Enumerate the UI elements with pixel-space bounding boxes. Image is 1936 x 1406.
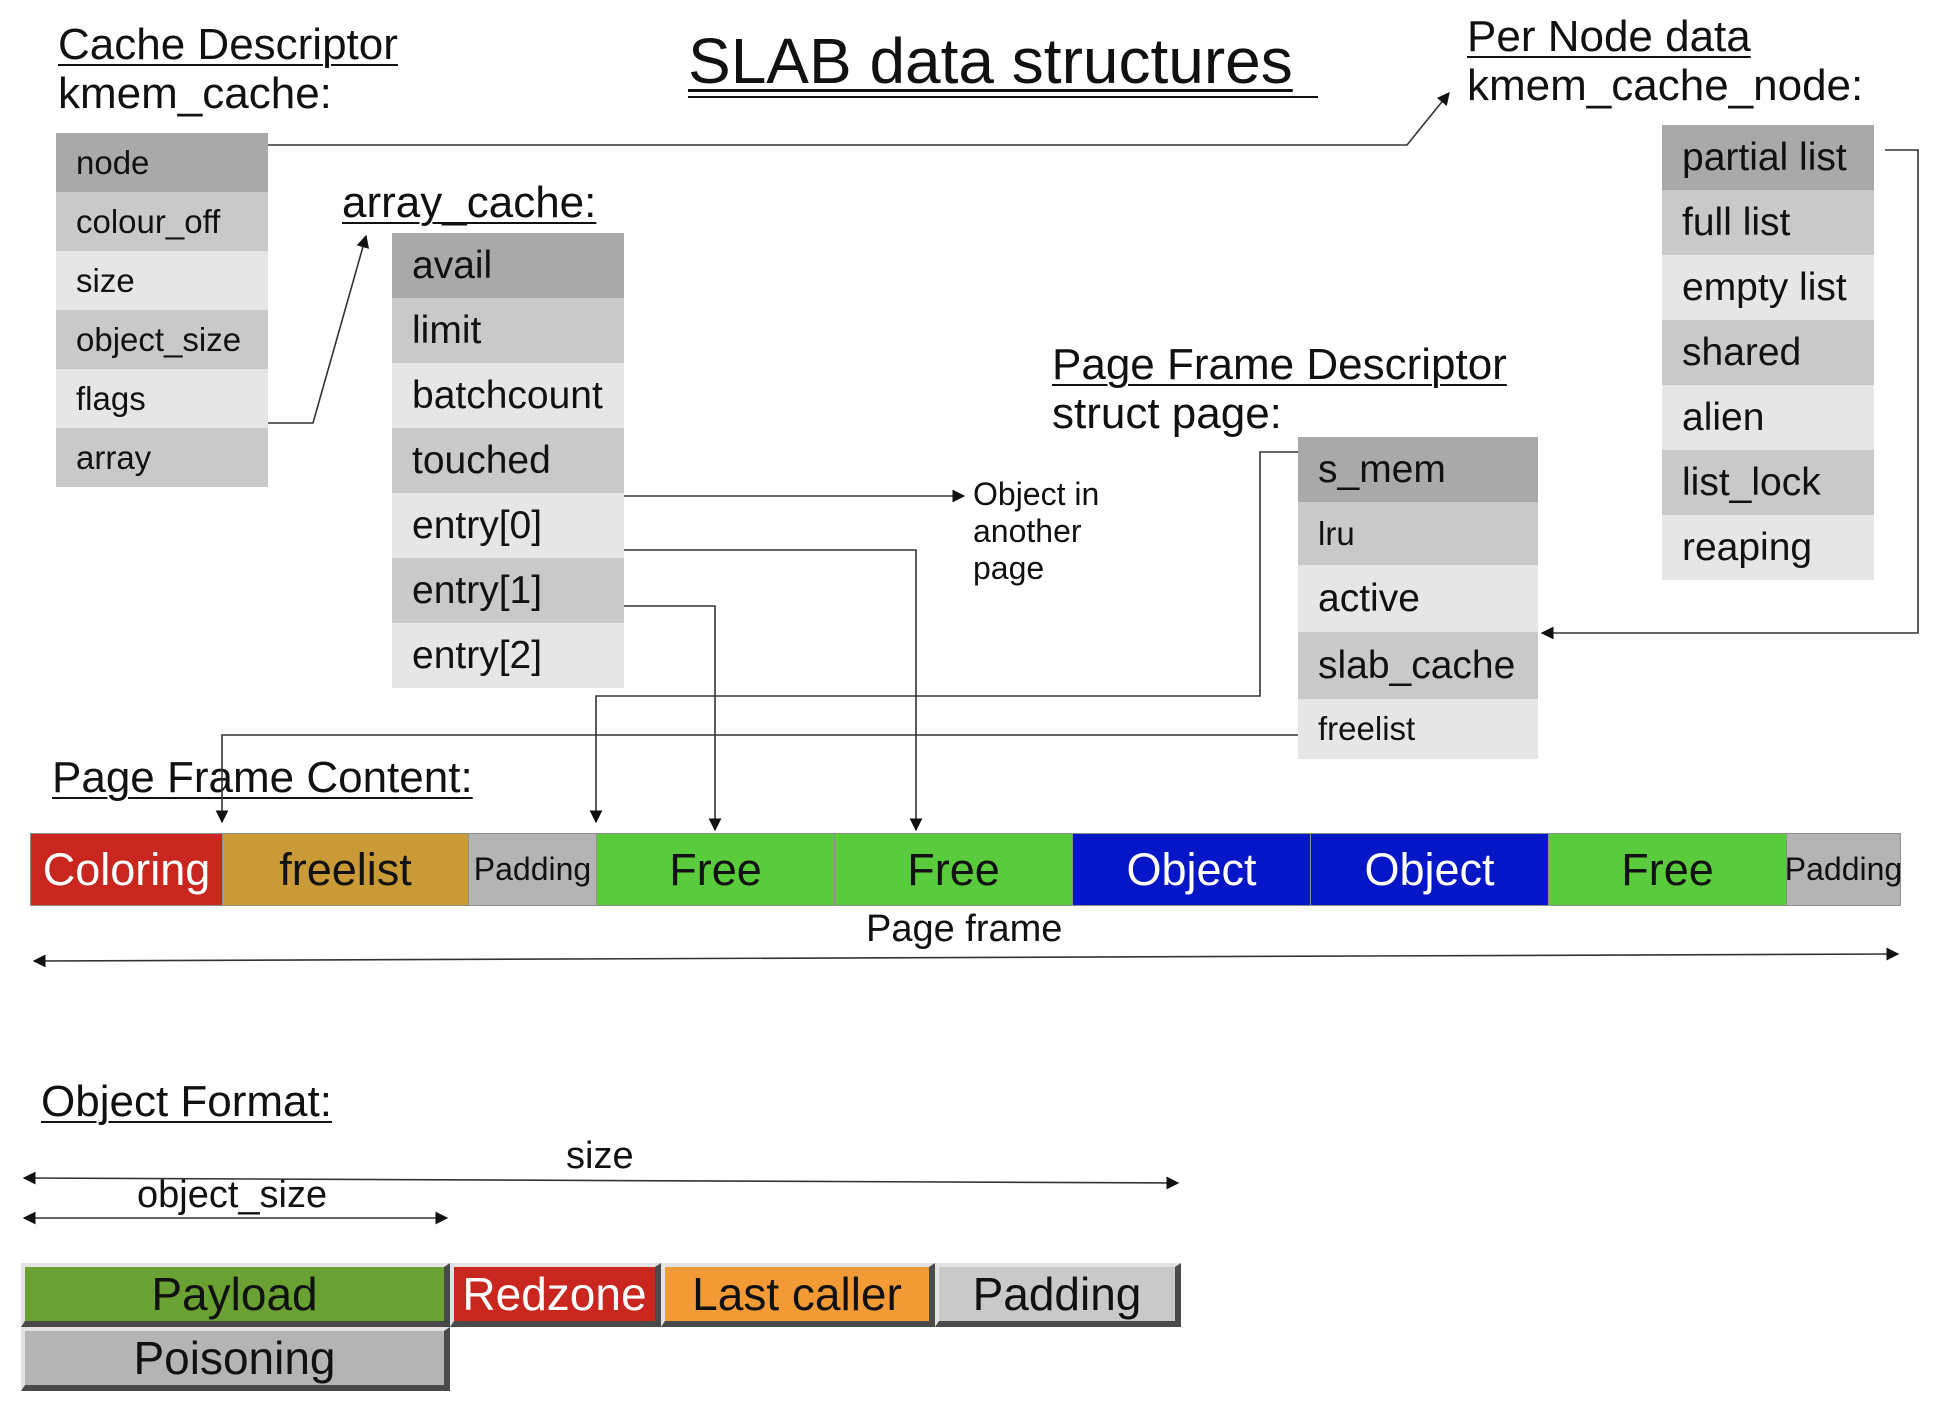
array-cache-heading: array_cache: — [342, 178, 596, 227]
page-frame-span-arrow — [32, 947, 1900, 968]
cache-descriptor-subtitle: kmem_cache: — [58, 69, 332, 119]
array-cache-field-entry-0: entry[0] — [392, 493, 624, 558]
object-format-redzone: Redzone — [450, 1263, 661, 1327]
segment-free-2: Free — [835, 834, 1073, 905]
object-format-poisoning: Poisoning — [21, 1327, 450, 1391]
object-in-another-page-label: Object in another page — [973, 476, 1099, 587]
kmem-cache-node-field-empty-list: empty list — [1662, 255, 1874, 320]
kmem-cache-node-field-alien: alien — [1662, 385, 1874, 450]
kmem-cache-node-field-partial-list: partial list — [1662, 125, 1874, 190]
node-to-per-node-arrow — [268, 92, 1450, 146]
kmem-cache-field-node: node — [56, 133, 268, 192]
segment-free-1: Free — [597, 834, 835, 905]
kmem-cache-field-colour-off: colour_off — [56, 192, 268, 251]
kmem-cache-struct: node colour_off size object_size flags a… — [56, 133, 268, 487]
page-frame-descriptor-heading: Page Frame Descriptor struct page: — [1052, 340, 1507, 439]
per-node-title: Per Node data — [1467, 12, 1751, 61]
array-cache-field-entry-1: entry[1] — [392, 558, 624, 623]
array-cache-field-batchcount: batchcount — [392, 363, 624, 428]
cache-descriptor-heading: Cache Descriptor kmem_cache: — [58, 20, 398, 119]
segment-freelist: freelist — [223, 834, 469, 905]
s-mem-to-objects-arrow — [589, 451, 1298, 824]
kmem-cache-field-array: array — [56, 428, 268, 487]
array-cache-field-touched: touched — [392, 428, 624, 493]
page-frame-content-heading: Page Frame Content: — [52, 753, 473, 802]
size-label: size — [566, 1135, 634, 1177]
page-frame-content-title: Page Frame Content: — [52, 753, 473, 802]
size-span-arrow — [22, 1171, 1180, 1190]
entry0-to-free-arrow — [624, 549, 923, 832]
object-format-last-caller: Last caller — [661, 1263, 935, 1327]
segment-padding-end: Padding — [1785, 834, 1902, 905]
kmem-cache-field-object-size: object_size — [56, 310, 268, 369]
object-format-heading: Object Format: — [41, 1077, 332, 1126]
page-frame-bar: Coloring freelist Padding Free Free Obje… — [30, 833, 1902, 906]
kmem-cache-node-struct: partial list full list empty list shared… — [1662, 125, 1874, 580]
segment-coloring: Coloring — [31, 834, 223, 905]
page-frame-span-label: Page frame — [866, 908, 1063, 950]
per-node-subtitle: kmem_cache_node: — [1467, 61, 1864, 111]
kmem-cache-node-field-full-list: full list — [1662, 190, 1874, 255]
object-in-another-page-line-1: Object in — [973, 476, 1100, 512]
object-format-padding: Padding — [935, 1263, 1181, 1327]
page-frame-descriptor-subtitle: struct page: — [1052, 389, 1282, 439]
segment-object-2: Object — [1311, 834, 1549, 905]
array-cache-title: array_cache: — [342, 178, 597, 227]
per-node-heading: Per Node data kmem_cache_node: — [1467, 12, 1863, 111]
page-frame-descriptor-title: Page Frame Descriptor — [1052, 340, 1507, 389]
struct-page: s_mem lru active slab_cache freelist — [1298, 437, 1538, 759]
kmem-cache-node-field-shared: shared — [1662, 320, 1874, 385]
struct-page-field-s-mem: s_mem — [1298, 437, 1538, 502]
array-cache-field-entry-2: entry[2] — [392, 623, 624, 688]
segment-object-1: Object — [1073, 834, 1311, 905]
array-cache-field-limit: limit — [392, 298, 624, 363]
freelist-to-page-arrow — [215, 734, 1298, 824]
partial-list-to-page-arrow — [1540, 149, 1919, 640]
array-cache-struct: avail limit batchcount touched entry[0] … — [392, 233, 624, 688]
segment-padding-start: Padding — [469, 834, 597, 905]
array-to-array-cache-arrow — [268, 234, 370, 424]
struct-page-field-freelist: freelist — [1298, 699, 1538, 759]
kmem-cache-node-field-list-lock: list_lock — [1662, 450, 1874, 515]
object-format-payload: Payload — [21, 1263, 450, 1327]
kmem-cache-field-size: size — [56, 251, 268, 310]
entry1-to-free-arrow — [624, 605, 722, 832]
object-format-title: Object Format: — [41, 1077, 332, 1126]
cache-descriptor-title: Cache Descriptor — [58, 20, 398, 69]
object-in-another-page-line-2: another — [973, 513, 1082, 549]
struct-page-field-lru: lru — [1298, 502, 1538, 565]
struct-page-field-slab-cache: slab_cache — [1298, 632, 1538, 699]
diagram-title: SLAB data structures — [688, 25, 1293, 97]
kmem-cache-node-field-reaping: reaping — [1662, 515, 1874, 580]
segment-free-3: Free — [1549, 834, 1787, 905]
kmem-cache-field-flags: flags — [56, 369, 268, 428]
object-in-another-page-line-3: page — [973, 550, 1045, 586]
array-cache-field-avail: avail — [392, 233, 624, 298]
struct-page-field-active: active — [1298, 565, 1538, 632]
